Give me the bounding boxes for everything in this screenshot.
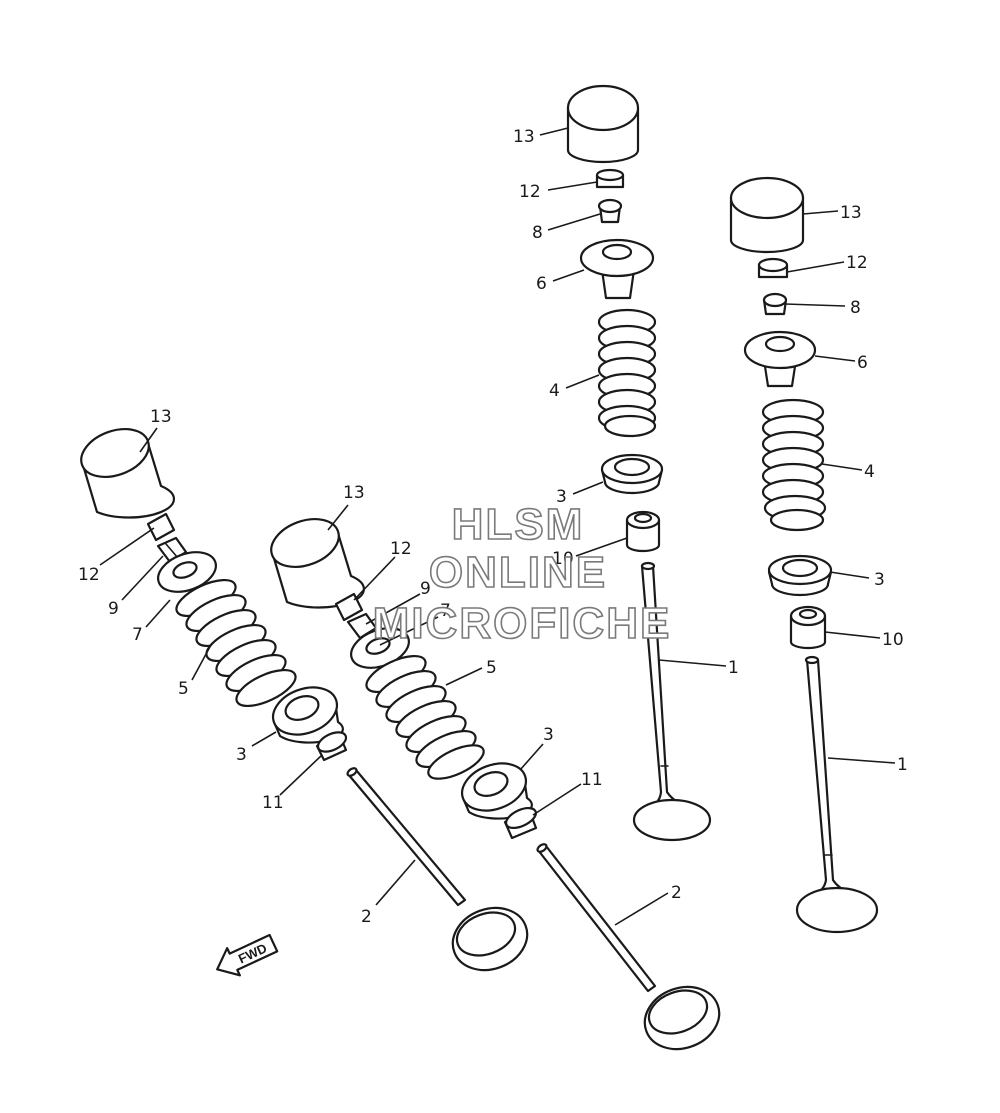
spring-seat-c (271, 686, 344, 744)
valve-spring-c (175, 578, 297, 708)
spring-seat-a (600, 453, 664, 495)
spring-retainer-b (743, 330, 817, 388)
valve-stem-seal-d (503, 806, 538, 840)
valve-a (632, 561, 712, 842)
callout-2: 2 (361, 907, 372, 927)
valve-c (346, 767, 529, 972)
adjusting-pad-a (595, 168, 625, 189)
callout-12: 12 (390, 539, 412, 559)
valve-cotter-a (597, 198, 623, 224)
callout-1: 1 (897, 755, 908, 775)
callout-10: 10 (882, 630, 904, 650)
callout-9: 9 (108, 599, 119, 619)
callout-12: 12 (78, 565, 100, 585)
callout-labels: 13 12 8 6 4 3 10 1 13 12 8 6 4 3 10 1 13… (78, 127, 908, 927)
valve-spring-b (761, 398, 827, 532)
callout-3: 3 (874, 570, 885, 590)
callout-11: 11 (262, 793, 284, 813)
valve-assembly-a (566, 84, 712, 842)
callout-5: 5 (178, 679, 189, 699)
callout-3: 3 (236, 745, 247, 765)
callout-13: 13 (343, 483, 365, 503)
callout-4: 4 (864, 462, 875, 482)
callout-10: 10 (552, 549, 574, 569)
valve-spring-d (365, 654, 485, 780)
callout-3: 3 (556, 487, 567, 507)
valve-lifter-d (270, 518, 365, 609)
callout-13: 13 (513, 127, 535, 147)
leader-lines (99, 127, 896, 926)
forward-direction-arrow: FWD (216, 933, 279, 977)
callout-13: 13 (150, 407, 172, 427)
valve-d (536, 843, 721, 1051)
callout-11: 11 (581, 770, 603, 790)
callout-13: 13 (840, 203, 862, 223)
valve-spring-a (597, 308, 657, 438)
callout-5: 5 (486, 658, 497, 678)
valve-assembly-b (729, 176, 879, 934)
valve-stem-seal-a (625, 510, 661, 553)
callout-8: 8 (532, 223, 543, 243)
callout-8: 8 (850, 298, 861, 318)
watermark: HLSM ONLINE MICROFICHE (372, 499, 672, 649)
watermark-line-3: MICROFICHE (373, 599, 672, 648)
callout-12: 12 (519, 182, 541, 202)
adjusting-pad-d (334, 592, 364, 622)
callout-3: 3 (543, 725, 554, 745)
valve-cotter-b (762, 292, 788, 316)
callout-2: 2 (671, 883, 682, 903)
valve-assembly-c (80, 428, 529, 972)
valve-stem-seal-b (789, 605, 827, 650)
callout-9: 9 (420, 579, 431, 599)
spring-seat-d (460, 762, 533, 820)
spring-retainer-a (579, 238, 655, 300)
spring-seat-b (767, 554, 833, 597)
adjusting-pad-b (757, 257, 789, 279)
callout-6: 6 (857, 353, 868, 373)
callout-7: 7 (440, 601, 451, 621)
callout-12: 12 (846, 253, 868, 273)
watermark-line-2: ONLINE (429, 548, 607, 597)
callout-1: 1 (728, 658, 739, 678)
valve-lifter-b (729, 176, 805, 254)
valve-assembly-d (270, 518, 721, 1051)
watermark-line-1: HLSM (452, 500, 585, 549)
adjusting-pad-c (146, 512, 176, 542)
callout-7: 7 (132, 625, 143, 645)
callout-4: 4 (549, 381, 560, 401)
valve-lifter-a (566, 84, 640, 164)
valve-b (795, 655, 879, 934)
valve-lifter-c (80, 428, 175, 519)
callout-6: 6 (536, 274, 547, 294)
